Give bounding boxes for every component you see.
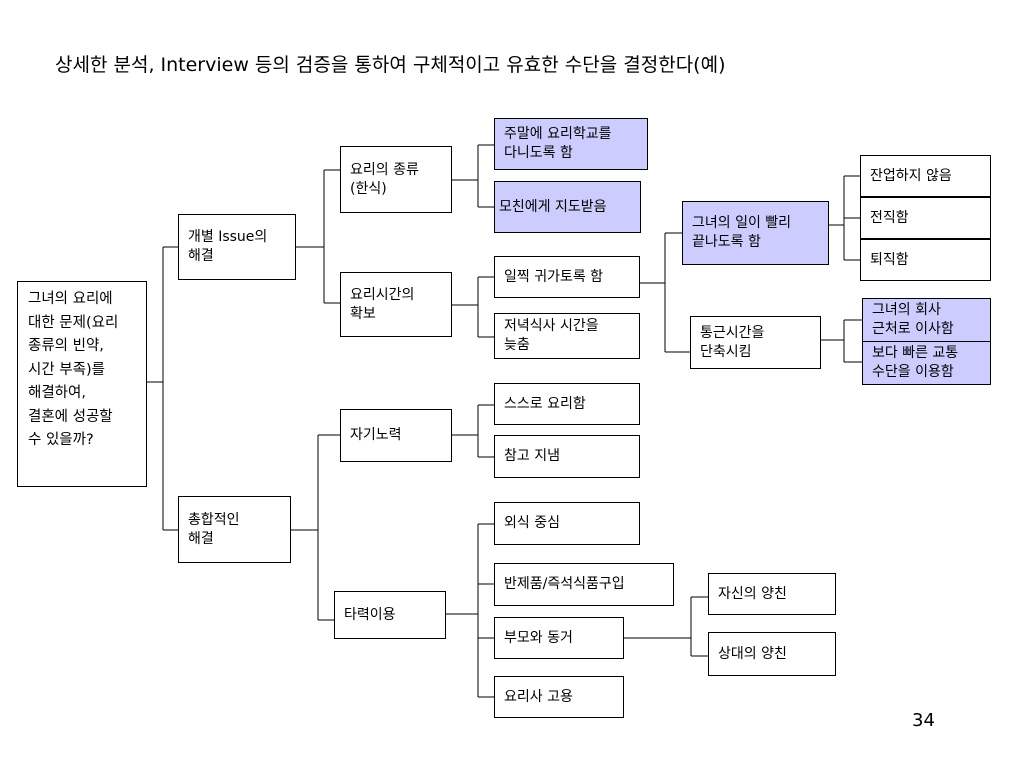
node-line: 자기노력 bbox=[350, 427, 402, 443]
node-line: 반제품/즉석식품구입 bbox=[504, 576, 625, 592]
node-line: 요리시간의 bbox=[350, 286, 415, 303]
node-weekend-cooking-school: 주말에 요리학교를 다니도록 함 bbox=[494, 118, 648, 170]
node-line: 상대의 양친 bbox=[718, 645, 787, 662]
root-line: 시간 부족)를 bbox=[28, 361, 105, 378]
node-line: 총합적인 bbox=[188, 511, 240, 528]
node-line: 타력이용 bbox=[344, 606, 396, 623]
node-line: 단축시킴 bbox=[700, 343, 752, 360]
root-line: 그녀의 요리에 bbox=[28, 291, 113, 307]
root-question-box: 그녀의 요리에 대한 문제(요리 종류의 빈약, 시간 부족)를 해결하여, 결… bbox=[17, 281, 147, 487]
node-line: 끝나도록 함 bbox=[692, 234, 761, 250]
node-line: 주말에 요리학교를 bbox=[504, 126, 612, 142]
node-partner-parents: 상대의 양친 bbox=[708, 632, 836, 676]
node-cook-oneself: 스스로 요리함 bbox=[494, 383, 640, 425]
node-buy-instant-food: 반제품/즉석식품구입 bbox=[494, 563, 674, 606]
node-delay-dinner: 저녁식사 시간을 늦춤 bbox=[494, 313, 640, 359]
root-line: 결혼에 성공할 bbox=[28, 408, 113, 425]
node-line: 일찍 귀가토록 함 bbox=[504, 268, 604, 285]
page-title: 상세한 분석, Interview 등의 검증을 통하여 구체적이고 유효한 수… bbox=[55, 54, 726, 76]
node-line: 자신의 양친 bbox=[718, 585, 787, 602]
root-line: 대한 문제(요리 bbox=[28, 314, 119, 331]
node-line: 근처로 이사함 bbox=[872, 321, 954, 337]
node-line: 해결 bbox=[188, 530, 214, 547]
node-cuisine-type: 요리의 종류 (한식) bbox=[340, 146, 452, 213]
node-line: 개별 Issue의 bbox=[188, 229, 268, 245]
node-line: 확보 bbox=[350, 305, 376, 322]
node-line: 스스로 요리함 bbox=[504, 395, 586, 412]
node-return-home-early: 일찍 귀가토록 함 bbox=[494, 256, 640, 298]
node-line: 전직함 bbox=[870, 209, 909, 226]
node-line: 참고 지냄 bbox=[504, 448, 560, 464]
node-line: 그녀의 일이 빨리 bbox=[692, 215, 792, 231]
node-change-job: 전직함 bbox=[860, 197, 991, 239]
node-move-near-office: 그녀의 회사 근처로 이사함 bbox=[862, 298, 991, 342]
root-line: 수 있을까? bbox=[28, 432, 94, 448]
node-line: 저녁식사 시간을 bbox=[504, 318, 599, 334]
node-line: 늦춤 bbox=[504, 337, 530, 353]
node-cooking-time: 요리시간의 확보 bbox=[340, 272, 452, 337]
node-line: 수단을 이용함 bbox=[872, 364, 954, 380]
root-line: 해결하여, bbox=[28, 385, 86, 401]
node-live-with-parents: 부모와 동거 bbox=[494, 617, 624, 659]
node-comprehensive: 총합적인 해결 bbox=[178, 496, 291, 563]
node-line: 부모와 동거 bbox=[504, 629, 573, 646]
node-line: 요리사 고용 bbox=[504, 688, 573, 705]
node-own-parents: 자신의 양친 bbox=[708, 573, 836, 615]
node-eating-out: 외식 중심 bbox=[494, 502, 640, 545]
node-finish-work-early: 그녀의 일이 빨리 끝나도록 함 bbox=[682, 201, 829, 265]
node-no-overtime: 잔업하지 않음 bbox=[860, 155, 991, 197]
node-line: 보다 빠른 교통 bbox=[872, 345, 959, 361]
node-line: 퇴직함 bbox=[870, 251, 909, 268]
node-hire-cook: 요리사 고용 bbox=[494, 676, 624, 718]
node-line: (한식) bbox=[350, 180, 387, 197]
node-shorten-commute: 통근시간을 단축시킴 bbox=[690, 316, 821, 369]
node-line: 통근시간을 bbox=[700, 324, 765, 341]
node-line: 외식 중심 bbox=[504, 515, 560, 531]
node-external-help: 타력이용 bbox=[334, 591, 446, 639]
node-line: 다니도록 함 bbox=[504, 145, 573, 161]
node-self-effort: 자기노력 bbox=[340, 409, 452, 462]
node-quit-job: 퇴직함 bbox=[860, 239, 991, 281]
node-learn-from-mother: 모친에게 지도받음 bbox=[494, 181, 641, 233]
root-line: 종류의 빈약, bbox=[28, 338, 104, 354]
node-line: 요리의 종류 bbox=[350, 161, 419, 178]
node-individual-issue: 개별 Issue의 해결 bbox=[178, 214, 296, 280]
node-line: 그녀의 회사 bbox=[872, 302, 941, 318]
node-faster-transport: 보다 빠른 교통 수단을 이용함 bbox=[862, 341, 991, 385]
node-line: 잔업하지 않음 bbox=[870, 167, 952, 184]
page-number: 34 bbox=[912, 710, 935, 731]
node-line: 모친에게 지도받음 bbox=[499, 198, 607, 215]
node-line: 해결 bbox=[188, 248, 214, 264]
node-endure: 참고 지냄 bbox=[494, 435, 640, 478]
